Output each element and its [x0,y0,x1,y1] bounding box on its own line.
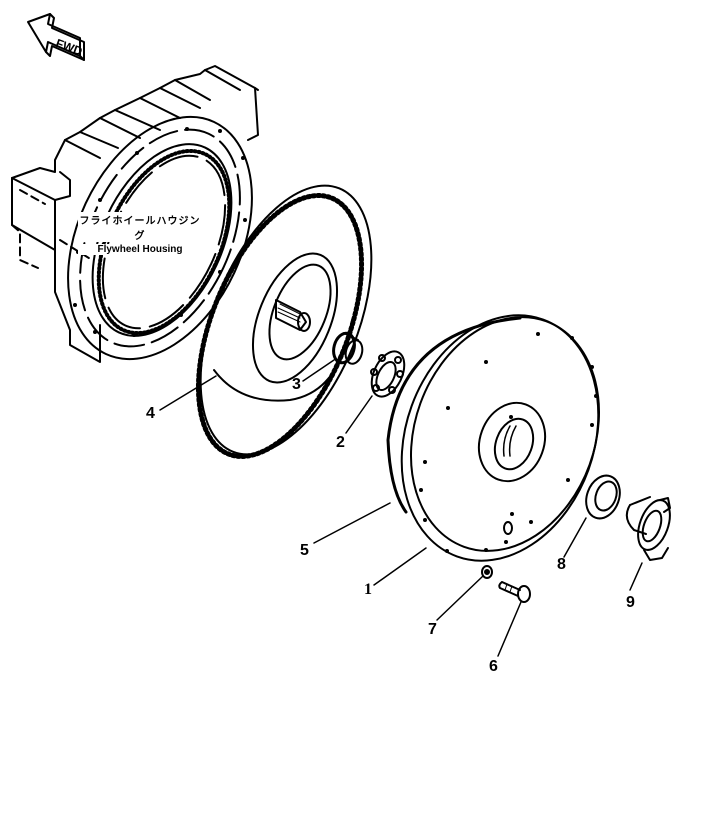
housing-label-japanese: フライホイールハウジング [78,212,202,242]
part-8-oil-seal [585,474,621,520]
callout-5: 5 [300,542,309,559]
flywheel-housing [11,65,259,363]
callout-7: 7 [428,621,437,638]
flywheel-housing-label: フライホイールハウジング Flywheel Housing [78,212,202,255]
part-9-coupling [625,496,671,561]
housing-label-english: Flywheel Housing [78,244,202,255]
callout-6: 6 [489,658,498,675]
callout-1: 1 [364,581,372,598]
part-6-bolt [498,581,531,603]
leader-lines [159,359,643,657]
part-5-seal-ring [386,316,522,514]
part-4-flywheel [195,184,373,459]
part-7-washer [481,565,493,579]
callout-9: 9 [626,594,635,611]
callout-3: 3 [292,376,301,393]
callout-4: 4 [146,405,155,422]
part-3-bushing [332,331,364,365]
part-1-flywheel-cover [400,314,601,562]
fwd-arrow-icon: FWD [27,13,85,61]
part-2-bearing [370,350,406,398]
callout-2: 2 [336,434,345,451]
callout-8: 8 [557,556,566,573]
